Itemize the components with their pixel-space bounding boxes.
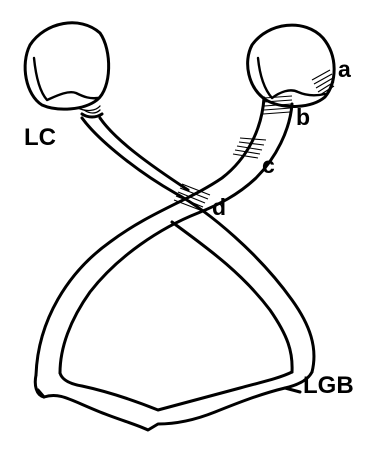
label-a: a [338, 58, 351, 81]
label-lc: LC [24, 126, 56, 150]
label-d: d [212, 196, 226, 219]
label-c: c [262, 154, 275, 177]
left-eye [25, 23, 109, 111]
lateral-geniculate-loop [35, 372, 312, 430]
label-b: b [296, 106, 310, 129]
hatch-band-a [312, 70, 334, 95]
label-lgb: LGB [303, 374, 354, 398]
